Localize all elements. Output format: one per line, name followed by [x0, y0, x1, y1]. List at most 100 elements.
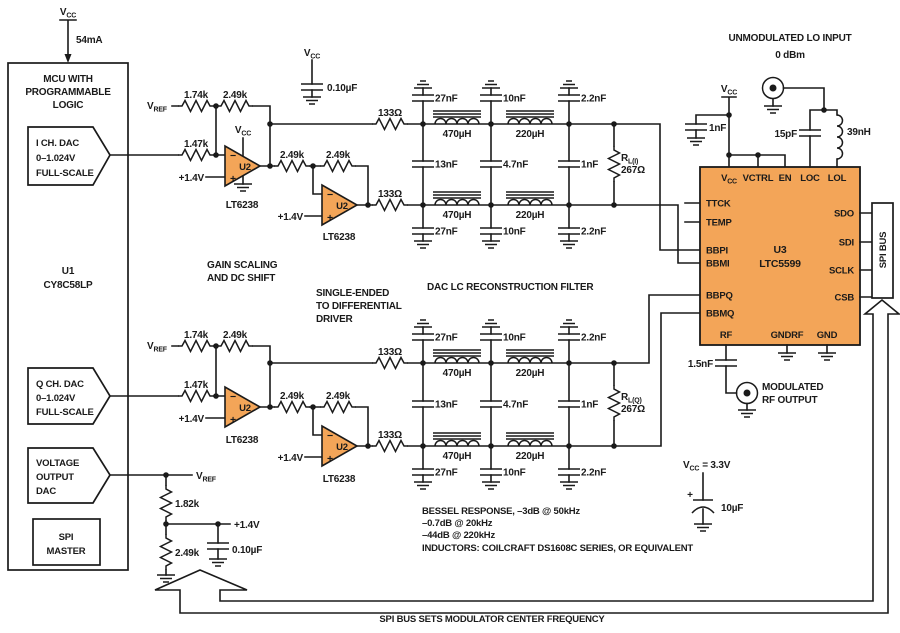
i-dac-line1: I CH. DAC [36, 138, 79, 149]
opamp-u2-3-part: LT6238 [226, 435, 259, 446]
ind-470uH-i-top-label: 470µH [443, 129, 472, 140]
ind-39nH-label: 39nH [847, 127, 871, 138]
cap-27nF-q-bot [411, 468, 435, 476]
modulator-u3: VCC 1nF U3 LTC5599 VCC VCTRL EN LOC LOL … [684, 84, 873, 361]
v-dac-line1: VOLTAGE [36, 458, 79, 469]
u3-right-stubs [859, 212, 873, 298]
opamp-u2-1-vcc: VCC [235, 125, 251, 138]
lo-wires [772, 87, 838, 168]
cap-2p2nF-i-top-label: 2.2nF [581, 94, 606, 105]
cap-1nF-i-label: 1nF [581, 160, 598, 171]
cap-4p7nF-i [479, 160, 503, 168]
resistor-133-i-top-label: 133Ω [378, 108, 402, 119]
resistor-2p49k-bias-label: 2.49k [175, 548, 200, 559]
resistor-1p82k [161, 485, 172, 521]
opamp-u2-3-minus: − [230, 391, 236, 403]
caption-se-1: SINGLE-ENDED [316, 288, 389, 299]
ind-220uH-q-top [505, 349, 555, 364]
opamp-u2-1-part: LT6238 [226, 200, 259, 211]
cap-4p7nF-q-label: 4.7nF [503, 400, 528, 411]
resistor-133-i-top [371, 117, 409, 131]
cap-27nF-i-top [411, 94, 435, 102]
resistor-1p74k-i [177, 99, 215, 113]
u3-vcc-net: VCC [721, 84, 737, 97]
spi-bus: SPI BUS [154, 202, 900, 614]
opamp-u2-3: − + U2 [224, 386, 261, 428]
vcc-stub-wire [59, 19, 77, 59]
cap-2p2nF-q-top [557, 333, 581, 341]
resistor-rl-i [609, 146, 620, 182]
cap-10nF-q-top [479, 333, 503, 341]
ind-220uH-i-bot [505, 191, 555, 206]
resistor-1p82k-label: 1.82k [175, 499, 200, 510]
resistor-2p49k-in2-label: 2.49k [280, 150, 305, 161]
v-dac-line3: DAC [36, 486, 56, 497]
resistor-2p49k-fb3-label: 2.49k [223, 330, 248, 341]
q-dac-line3: FULL-SCALE [36, 407, 94, 418]
resistor-rl-q-name: RL(Q) [621, 392, 642, 405]
cap-10uF-label: 10µF [721, 503, 743, 514]
resistor-133-q-top-label: 133Ω [378, 347, 402, 358]
ind-470uH-q-bot [432, 432, 482, 447]
u3-pin-sdi: SDI [839, 238, 854, 249]
vref-net-label-i: VREF [147, 101, 168, 114]
cap-10uF-plus: + [687, 490, 693, 501]
down-arrow-icon [64, 54, 72, 63]
rf-connector-icon [735, 381, 759, 405]
i-dac-block [27, 126, 111, 186]
lc-filter-q: 27nF 10nF 2.2nF 470µH 220µH 13nF 4.7nF 1… [411, 319, 645, 490]
gnd-icon [737, 409, 757, 418]
ind-220uH-i-bot-label: 220µH [516, 210, 545, 221]
i-channel: VREF 1.74k 2.49k 1.47k − + U2 VCC +1.4V … [109, 48, 701, 264]
resistor-2p49k-fb3 [216, 339, 254, 353]
note-inductors: INDUCTORS: COILCRAFT DS1608C SERIES, OR … [422, 543, 693, 554]
notes: BESSEL RESPONSE, –3dB @ 50kHz –0.7dB @ 2… [379, 506, 693, 625]
u3-pin-en: EN [779, 173, 792, 184]
cap-10nF-i-bot-label: 10nF [503, 227, 526, 238]
u3-refdes: U3 [773, 244, 786, 256]
u3-pin-lol: LOL [828, 173, 847, 184]
cap-13nF-q [411, 400, 435, 408]
lc-filter-i: 27nF 10nF 2.2nF 470µH 220µH 13nF 4.7nF 1… [411, 80, 645, 249]
mcu-title-3: LOGIC [53, 100, 84, 111]
ind-470uH-q-top-label: 470µH [443, 368, 472, 379]
q-channel-wires [109, 294, 701, 458]
resistor-1p47k-i-label: 1.47k [184, 139, 209, 150]
caption-se-2: TO DIFFERENTIAL [316, 301, 402, 312]
i-dac-line3: FULL-SCALE [36, 168, 94, 179]
u3-pin-csb: CSB [835, 293, 855, 304]
ind-470uH-q-bot-label: 470µH [443, 451, 472, 462]
filter-q-wires [422, 326, 615, 483]
gnd-icon [777, 352, 797, 361]
opamp-u2-3-ref: U2 [239, 403, 251, 414]
cap-1nF-i [557, 160, 581, 168]
resistor-2p49k-fb1-label: 2.49k [223, 90, 248, 101]
note-bessel-2: –0.7dB @ 20kHz [422, 518, 493, 529]
ind-220uH-q-top-label: 220µH [516, 368, 545, 379]
spi-master-line1: SPI [59, 532, 74, 543]
cap-27nF-q-top [411, 333, 435, 341]
gnd-icon [481, 240, 501, 249]
cap-1nF-q [557, 400, 581, 408]
u3-pin-sclk: SCLK [829, 266, 854, 277]
q-dac-line2: 0–1.024V [36, 393, 76, 404]
cap-13nF-i-label: 13nF [435, 160, 458, 171]
gnd-icon [559, 319, 579, 328]
opamp-u2-1-ref: U2 [239, 162, 251, 173]
cap-13nF-i [411, 160, 435, 168]
u3-pin-bbmi: BBMI [706, 259, 729, 270]
cap-27nF-i-bot-label: 27nF [435, 227, 458, 238]
resistor-133-q-bot [371, 439, 409, 453]
caption-gain-1: GAIN SCALING [207, 260, 278, 271]
resistor-2p49k-in4-label: 2.49k [280, 391, 305, 402]
resistor-1p74k-q [177, 339, 215, 353]
cap-0p10uF-bias-label: 0.10µF [232, 545, 262, 556]
opamp-u2-1: − + U2 [224, 145, 261, 187]
filter-i-wires [422, 87, 615, 242]
ind-470uH-i-bot [432, 191, 482, 206]
spi-master-line2: MASTER [47, 546, 86, 557]
gnd-icon [413, 319, 433, 328]
note-bessel-3: –44dB @ 220kHz [422, 530, 495, 541]
gnd-icon [559, 240, 579, 249]
